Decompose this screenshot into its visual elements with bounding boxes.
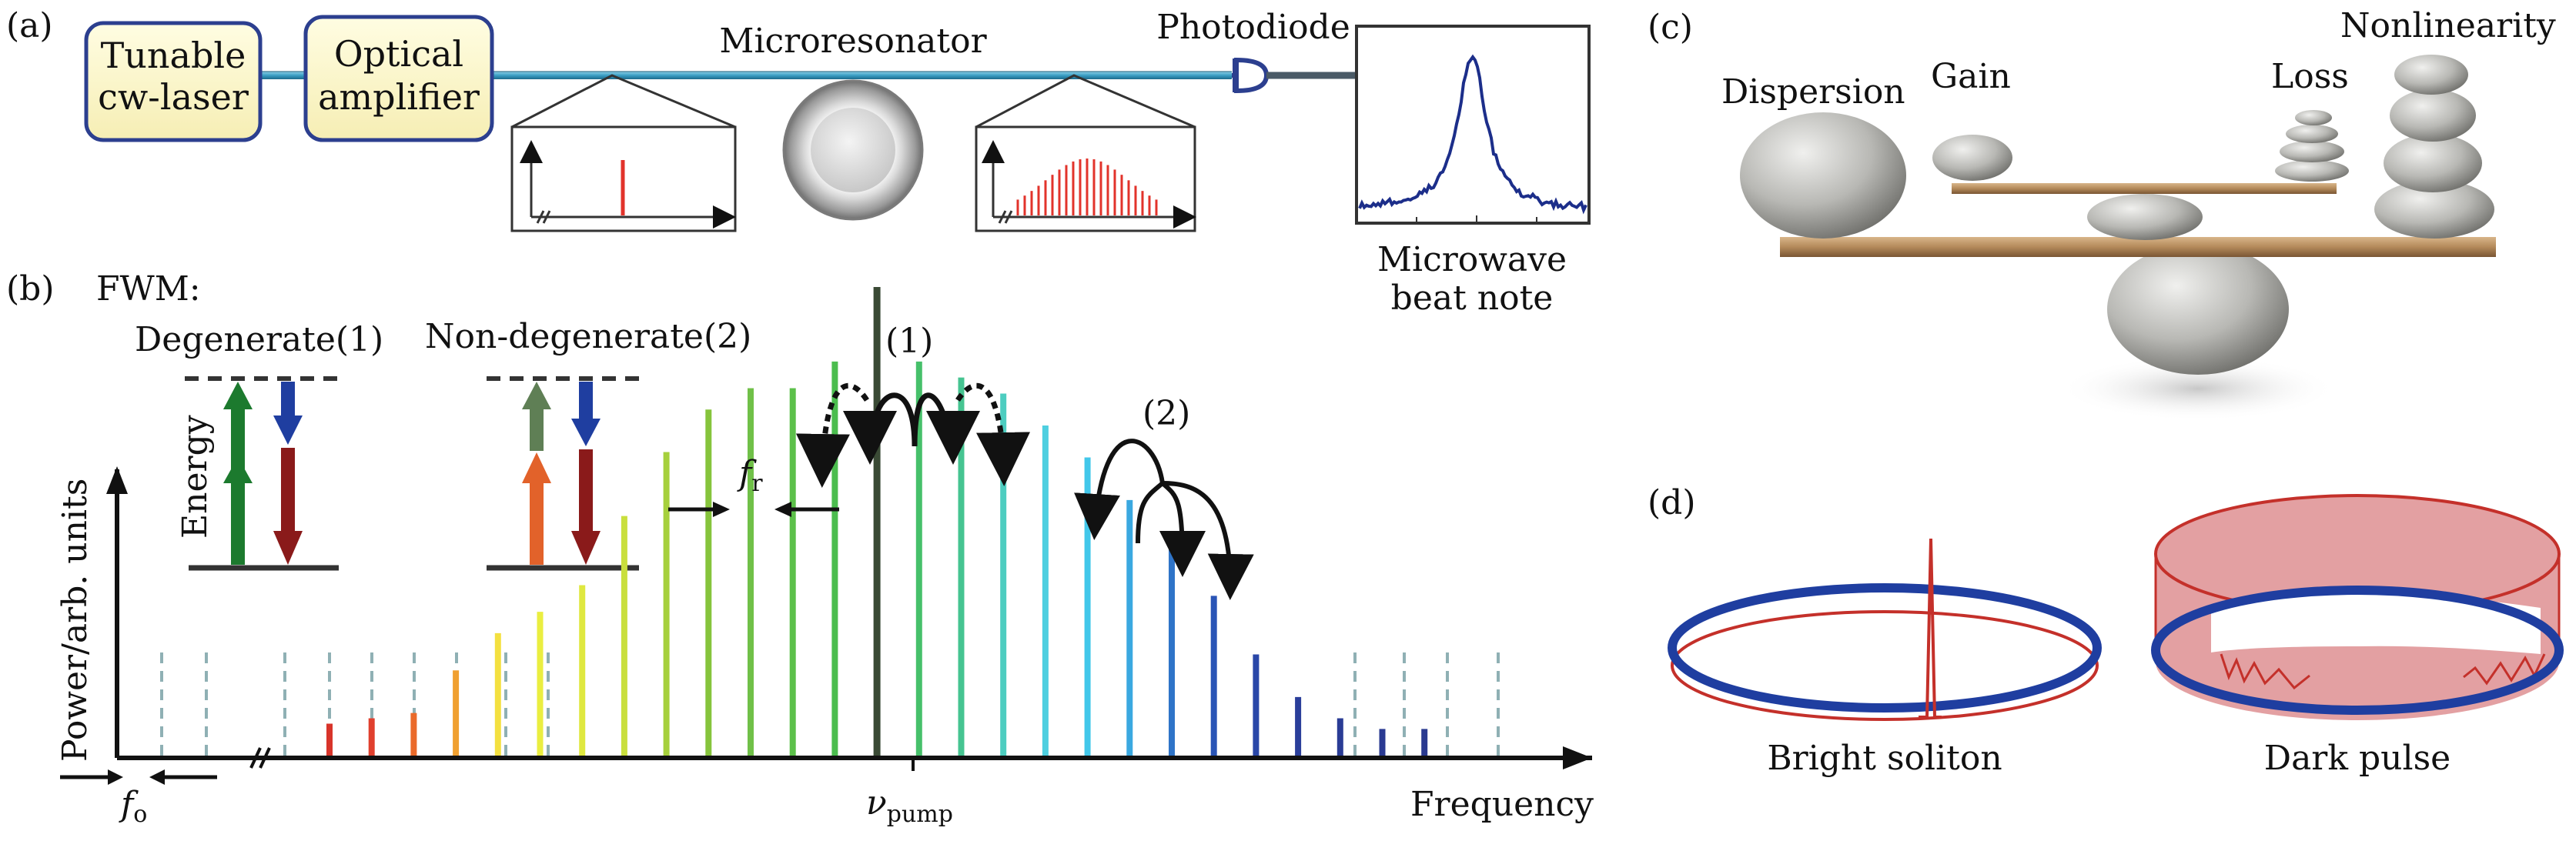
panel-b-label: (b) bbox=[6, 269, 55, 309]
amplifier-label-line1: Optical bbox=[334, 33, 463, 75]
input-spectrum-inset bbox=[510, 74, 737, 232]
panel-c-label: (c) bbox=[1648, 8, 1693, 47]
dark-pulse-label: Dark pulse bbox=[2264, 739, 2451, 778]
dispersion-label: Dispersion bbox=[1721, 72, 1905, 112]
bright-soliton-label: Bright soliton bbox=[1767, 739, 2002, 778]
beat-note-label-line2: beat note bbox=[1391, 279, 1554, 318]
energy-label: Energy bbox=[176, 415, 215, 539]
nondegenerate-label: Non-degenerate(2) bbox=[425, 317, 751, 356]
panel-a-label: (a) bbox=[6, 6, 53, 45]
laser-label-line2: cw-laser bbox=[98, 76, 249, 118]
fr-spacing-marker bbox=[668, 502, 839, 517]
degenerate-label: Degenerate(1) bbox=[135, 320, 383, 359]
nondegenerate-fwm-arcs bbox=[1074, 439, 1254, 600]
fwm-label: FWM: bbox=[96, 269, 201, 309]
degenerate-energy-diagram bbox=[185, 376, 339, 571]
photodiode-icon bbox=[1232, 57, 1357, 94]
y-axis-label: Power/arb. units bbox=[55, 479, 95, 762]
x-axis-label: Frequency bbox=[1410, 785, 1594, 824]
pump-label: νpump bbox=[866, 783, 953, 828]
microresonator-label: Microresonator bbox=[719, 22, 987, 61]
output-spectrum-inset bbox=[975, 74, 1196, 232]
gain-label: Gain bbox=[1931, 57, 2011, 96]
process-2-label: (2) bbox=[1142, 394, 1190, 433]
bright-soliton-ring bbox=[1668, 538, 2102, 721]
balance-illustration bbox=[1740, 55, 2496, 421]
process-1-label: (1) bbox=[885, 322, 933, 361]
loss-label: Loss bbox=[2271, 57, 2349, 96]
spectrum-axes bbox=[106, 466, 1592, 771]
fo-label: fo bbox=[119, 785, 147, 828]
degenerate-fwm-arcs bbox=[795, 382, 1031, 488]
beat-note-plot bbox=[1355, 25, 1591, 225]
photodiode-label: Photodiode bbox=[1156, 8, 1350, 47]
optical-amplifier-box: Optical amplifier bbox=[303, 15, 494, 142]
amplifier-label-line2: amplifier bbox=[318, 76, 480, 118]
dark-pulse-ring bbox=[2151, 494, 2564, 720]
comb-lines bbox=[326, 287, 1428, 756]
beat-note-label-line1: Microwave bbox=[1377, 240, 1567, 279]
panel-d-label: (d) bbox=[1648, 483, 1696, 522]
nondegenerate-energy-diagram bbox=[487, 376, 639, 571]
fo-offset-marker bbox=[60, 769, 217, 785]
microresonator-ring bbox=[782, 79, 924, 221]
laser-label-line1: Tunable bbox=[101, 35, 246, 76]
fr-label: fr bbox=[737, 454, 763, 497]
tunable-laser-box: Tunable cw-laser bbox=[84, 21, 263, 142]
nonlinearity-label: Nonlinearity bbox=[2340, 6, 2556, 45]
